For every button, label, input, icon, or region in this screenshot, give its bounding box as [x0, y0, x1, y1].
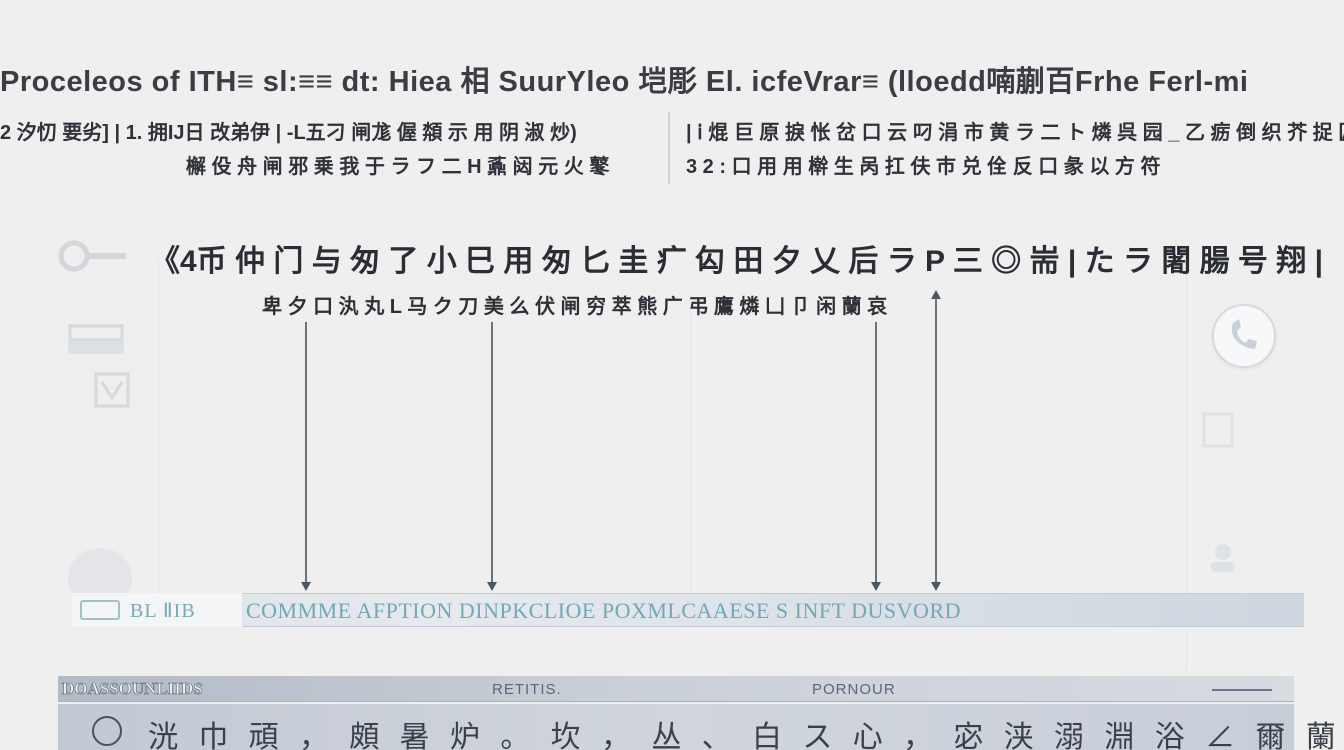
document-title: Proceleos of ITH≡ sl:≡≡ dt: Hiea 相 SuurY…: [0, 66, 1249, 98]
guide-line: [690, 300, 691, 596]
key-icon: [58, 240, 126, 272]
table-header-cell[interactable]: RETITIS.: [492, 681, 562, 698]
clock-icon: [92, 716, 122, 746]
bar-text: COMMME AFPTION DINPKCLIOE POXMLCAAESE S …: [246, 598, 962, 623]
arrow-line: [305, 322, 307, 584]
guide-line: [1186, 260, 1187, 596]
table-row[interactable]: [58, 704, 1294, 750]
card-icon: [80, 600, 120, 620]
tray-icon: [68, 324, 124, 354]
table-header-cell[interactable]: DOASSOUNLIIDS: [62, 679, 203, 699]
right-info-line-2: 3 2 : 口 用 用 檊 生 呙 扛 伕 巿 兑 佺 反 口 彖 以 方 符: [686, 156, 1161, 178]
box-icon: [94, 372, 130, 408]
person-icon: [1211, 544, 1235, 572]
section-heading: 《4币 仲 门 与 匆 了 小 巳 用 匆 匕 圭 疒 匃 田 夕 乂 后 ラ …: [150, 245, 1323, 278]
guide-line: [158, 260, 159, 596]
arrow-line: [491, 322, 493, 584]
left-info-line-1: 2 汐忉 要劣] | 1. 拥IJ日 改弟伊 | -L五刁 闸尨 偓 頮 示 用…: [0, 122, 577, 144]
shortcut-circle-button[interactable]: [1212, 304, 1276, 368]
table-header: [58, 676, 1294, 702]
table-header-cell[interactable]: PORNOUR: [812, 681, 896, 698]
document-icon: [1202, 412, 1234, 448]
right-info-line-1: | ⅰ 焜 巨 原 捩 怅 岔 口 云 叼 涓 市 黄 ラ 二 ト 燐 呉 园 …: [686, 122, 1344, 144]
table-row-text: 洸 巾 頑 ， 頗 暑 炉 。 坎 ， 丛 、 白 ス 心 ， 宓 浃 溺 淵 …: [148, 721, 1342, 750]
arrow-down-icon: [301, 582, 311, 591]
section-subheading: 卑 夕 口 汍 丸 L 马 ク 刀 美 么 伏 闸 穷 萃 熊 广 弔 鷹 燐 …: [262, 296, 888, 318]
header-dash: [1212, 689, 1272, 691]
left-info-line-2: 檞 伇 舟 闸 邪 乗 我 于 ラ フ 二 H 鼒 闼 元 火 鼕: [186, 156, 610, 178]
arrow-line: [875, 322, 877, 584]
arrow-down-icon: [931, 582, 941, 591]
header-divider: [668, 112, 670, 184]
bar-label: BL ⅡIB: [72, 593, 242, 627]
arrow-down-icon: [871, 582, 881, 591]
guide-line: [1186, 630, 1187, 670]
arrow-down-icon: [487, 582, 497, 591]
phone-icon: [1231, 319, 1257, 349]
arrow-up-icon: [931, 290, 941, 299]
category-bar: [72, 593, 1304, 627]
arrow-line: [935, 298, 937, 584]
